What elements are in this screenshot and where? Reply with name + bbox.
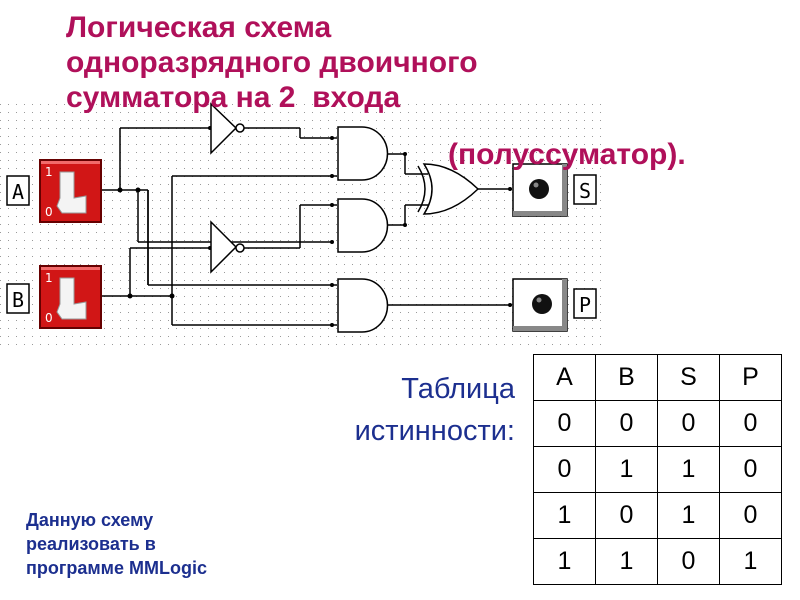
output-p-label-box: P <box>573 288 597 319</box>
table-cell: 1 <box>533 492 596 539</box>
table-cell: 0 <box>595 400 658 447</box>
header-cell-p: P <box>719 354 782 401</box>
table-row: 1 0 1 0 <box>533 492 782 539</box>
header-cell-a: A <box>533 354 596 401</box>
truth-table-caption-line-2: истинности: <box>354 415 515 447</box>
switch-a-off-mark: 0 <box>45 205 53 219</box>
switch-a-toggle-icon <box>56 171 87 214</box>
output-p-lamp <box>512 278 568 332</box>
table-cell: 0 <box>719 446 782 493</box>
switch-b-toggle-icon <box>56 277 87 320</box>
switch-a-on-mark: 1 <box>45 165 53 179</box>
slide-title-line-1: Логическая схема <box>66 11 332 44</box>
switch-b-off-mark: 0 <box>45 311 53 325</box>
slide-subtitle: (полуссуматор). <box>448 138 686 171</box>
table-cell: 1 <box>657 446 720 493</box>
table-cell: 0 <box>533 446 596 493</box>
table-cell: 0 <box>533 400 596 447</box>
table-cell: 0 <box>719 492 782 539</box>
task-note-line-1: Данную схему <box>26 510 154 530</box>
output-s-label: S <box>579 179 591 203</box>
table-row: 0 0 0 0 <box>533 400 782 447</box>
table-cell: 1 <box>657 492 720 539</box>
task-note-line-2: реализовать в <box>26 534 156 554</box>
input-a-label-box: A <box>6 175 30 206</box>
table-cell: 0 <box>719 400 782 447</box>
and-gate-1 <box>337 126 389 181</box>
truth-table-caption-line-1: Таблица <box>401 373 515 405</box>
input-b-label-box: B <box>6 283 30 314</box>
table-cell: 0 <box>657 538 720 585</box>
switch-b-on-mark: 1 <box>45 271 53 285</box>
header-cell-b: B <box>595 354 658 401</box>
input-a-label: A <box>12 180 24 204</box>
header-cell-s: S <box>657 354 720 401</box>
slide-title-line-3: сумматора на 2 входа <box>66 81 401 114</box>
wires <box>100 127 512 326</box>
truth-table-header-row: A B S P <box>533 354 782 401</box>
table-row: 0 1 1 0 <box>533 446 782 493</box>
output-s-label-box: S <box>573 174 597 205</box>
truth-table: A B S P 0 0 0 0 0 1 1 0 1 0 1 0 1 1 0 1 <box>533 354 782 585</box>
task-note: Данную схему реализовать в программе MML… <box>26 508 207 580</box>
truth-table-caption: Таблица истинности: <box>290 368 515 452</box>
switch-a[interactable]: 1 0 <box>39 159 102 223</box>
table-cell: 0 <box>595 492 658 539</box>
table-cell: 1 <box>533 538 596 585</box>
wire-junctions <box>117 126 512 327</box>
switch-b[interactable]: 1 0 <box>39 265 102 329</box>
slide-title-line-2: одноразрядного двоичного <box>66 46 478 79</box>
and-gate-2 <box>337 198 389 253</box>
table-cell: 1 <box>595 446 658 493</box>
or-gate <box>417 163 480 215</box>
output-s-lamp <box>512 163 568 217</box>
not-gate-b <box>210 220 245 274</box>
and-gate-3 <box>337 278 389 333</box>
table-cell: 1 <box>719 538 782 585</box>
task-note-line-3: программе MMLogic <box>26 558 207 578</box>
output-p-label: P <box>579 293 591 317</box>
not-gate-a <box>210 102 245 155</box>
table-cell: 0 <box>657 400 720 447</box>
slide-title: Логическая схема одноразрядного двоичног… <box>66 10 478 115</box>
table-cell: 1 <box>595 538 658 585</box>
table-row: 1 1 0 1 <box>533 538 782 585</box>
input-b-label: B <box>12 288 24 312</box>
